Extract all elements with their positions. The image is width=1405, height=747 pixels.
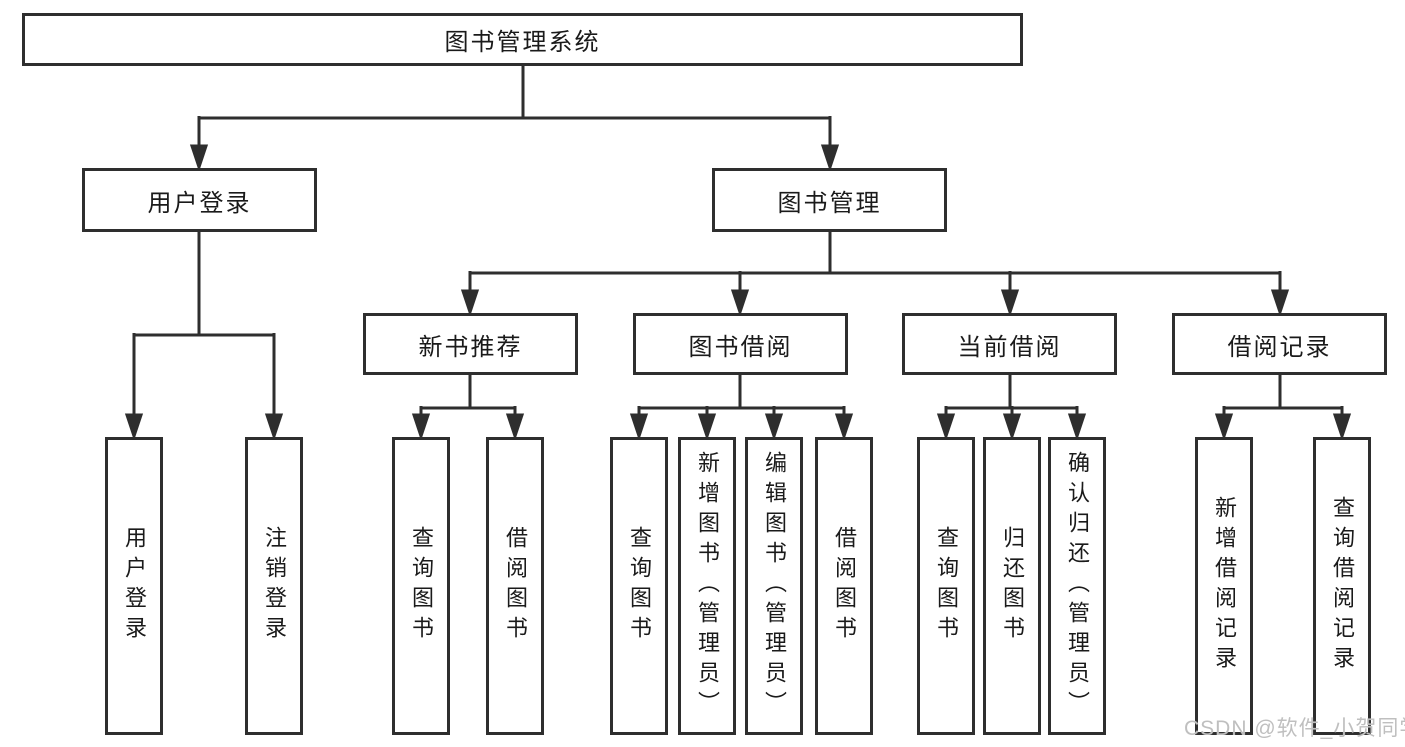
node-user-login: 用户登录: [82, 168, 317, 232]
arrowhead: [1214, 413, 1234, 441]
leaf-logout: 注销登录: [245, 437, 303, 735]
leaf-borrow-books: 借阅图书: [815, 437, 873, 735]
arrowhead: [189, 144, 209, 172]
arrowhead: [411, 413, 431, 441]
arrowhead: [1067, 413, 1087, 441]
node-book-borrowing: 图书借阅: [633, 313, 848, 375]
leaf-user-login: 用户登录: [105, 437, 163, 735]
arrowhead: [730, 289, 750, 317]
arrowhead: [460, 289, 480, 317]
leaf-confirm-return-admin: 确认归还（管理员）: [1048, 437, 1106, 735]
arrowhead: [505, 413, 525, 441]
arrowhead: [1332, 413, 1352, 441]
node-borrowing-records: 借阅记录: [1172, 313, 1387, 375]
arrowhead: [936, 413, 956, 441]
arrowhead: [1000, 289, 1020, 317]
arrowhead: [820, 144, 840, 172]
node-new-book-recommendation: 新书推荐: [363, 313, 578, 375]
node-book-management: 图书管理: [712, 168, 947, 232]
leaf-query-books-recommend: 查询图书: [392, 437, 450, 735]
leaf-query-books-current: 查询图书: [917, 437, 975, 735]
arrowhead: [834, 413, 854, 441]
leaf-add-books-admin: 新增图书（管理员）: [678, 437, 736, 735]
arrowhead: [697, 413, 717, 441]
arrowhead: [264, 413, 284, 441]
arrowhead: [1270, 289, 1290, 317]
leaf-query-books-borrow: 查询图书: [610, 437, 668, 735]
leaf-return-books: 归还图书: [983, 437, 1041, 735]
node-current-borrowing: 当前借阅: [902, 313, 1117, 375]
arrowhead: [124, 413, 144, 441]
arrowhead: [764, 413, 784, 441]
arrowhead: [1002, 413, 1022, 441]
node-library-management-system: 图书管理系统: [22, 13, 1023, 66]
leaf-query-borrow-record: 查询借阅记录: [1313, 437, 1371, 735]
leaf-borrow-books-recommend: 借阅图书: [486, 437, 544, 735]
leaf-add-borrow-record: 新增借阅记录: [1195, 437, 1253, 735]
leaf-edit-books-admin: 编辑图书（管理员）: [745, 437, 803, 735]
csdn-watermark: CSDN @软件_小贺同学: [1184, 717, 1405, 740]
arrowhead: [629, 413, 649, 441]
